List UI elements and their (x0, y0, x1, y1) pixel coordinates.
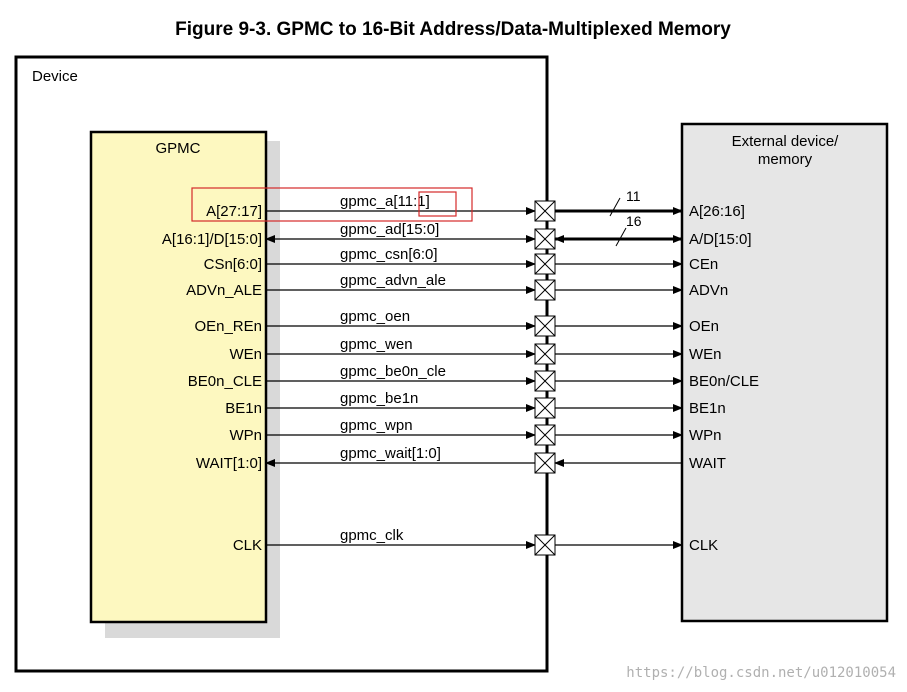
gpmc-pin-label: WAIT[1:0] (196, 455, 262, 472)
gpmc-pin-label: ADVn_ALE (186, 282, 262, 299)
gpmc-block (89, 130, 268, 624)
bus-width-address: 11 (626, 188, 641, 204)
pad-switch-cross (534, 452, 556, 474)
gpmc-pin-label: OEn_REn (194, 318, 262, 335)
external-pin-label: WPn (689, 427, 722, 444)
signal-group: A[27:17] gpmc_a[11:1] A[26:16] A[16:1]/D[15… (162, 193, 759, 556)
external-pin-label: BE0n/CLE (689, 373, 759, 390)
pad-switch-cross (534, 424, 556, 446)
pad-switch-cross (534, 228, 556, 250)
net-name-label: gpmc_ad[15:0] (340, 221, 439, 238)
external-label-line1: External device/ (732, 133, 840, 150)
external-pin-label: WEn (689, 346, 722, 363)
bus-slash-data (615, 227, 627, 247)
net-name-label: gpmc_be0n_cle (340, 363, 446, 380)
watermark: https://blog.csdn.net/u012010054 (626, 665, 896, 681)
external-pin-label: BE1n (689, 400, 726, 417)
pad-switch-cross (534, 397, 556, 419)
pad-switch-cross (534, 200, 556, 222)
net-name-label: gpmc_wen (340, 336, 413, 353)
gpmc-pin-label: WPn (229, 427, 262, 444)
external-pin-label: A/D[15:0] (689, 231, 752, 248)
external-pin-label: CEn (689, 256, 718, 273)
net-name-label: gpmc_oen (340, 308, 410, 325)
gpmc-pin-label: A[16:1]/D[15:0] (162, 231, 262, 248)
pad-switch-cross (534, 315, 556, 337)
external-device-block (680, 122, 889, 623)
gpmc-pin-label: BE1n (225, 400, 262, 417)
net-name-label: gpmc_wait[1:0] (340, 445, 441, 462)
external-pin-label: OEn (689, 318, 719, 335)
gpmc-label: GPMC (156, 140, 201, 157)
pad-switch-cross (534, 253, 556, 275)
net-name-label: gpmc_wpn (340, 417, 413, 434)
external-pin-label: WAIT (689, 455, 726, 472)
pad-switch-cross (534, 343, 556, 365)
gpmc-pin-label: A[27:17] (206, 203, 262, 220)
external-pin-label: ADVn (689, 282, 728, 299)
pad-switch-cross (534, 534, 556, 556)
device-label: Device (32, 68, 78, 85)
net-name-label: gpmc_csn[6:0] (340, 246, 438, 263)
figure-title: Figure 9-3. GPMC to 16-Bit Address/Data-… (175, 19, 731, 40)
gpmc-pin-label: BE0n_CLE (188, 373, 262, 390)
external-pin-label: A[26:16] (689, 203, 745, 220)
external-pin-label: CLK (689, 537, 718, 554)
gpmc-pin-label: CSn[6:0] (204, 256, 262, 273)
highlight-box (191, 187, 473, 222)
bus-slash-address (609, 197, 621, 217)
net-name-label: gpmc_a[11:1] (340, 193, 430, 210)
external-label-line2: memory (758, 151, 813, 168)
bus-width-data: 16 (626, 213, 642, 229)
gpmc-pin-label: WEn (229, 346, 262, 363)
highlight-box-inner (418, 191, 457, 217)
net-name-label: gpmc_advn_ale (340, 272, 446, 289)
pad-switch-cross (534, 279, 556, 301)
net-name-label: gpmc_be1n (340, 390, 418, 407)
pad-switch-cross (534, 370, 556, 392)
net-name-label: gpmc_clk (340, 527, 404, 544)
gpmc-pin-label: CLK (233, 537, 262, 554)
